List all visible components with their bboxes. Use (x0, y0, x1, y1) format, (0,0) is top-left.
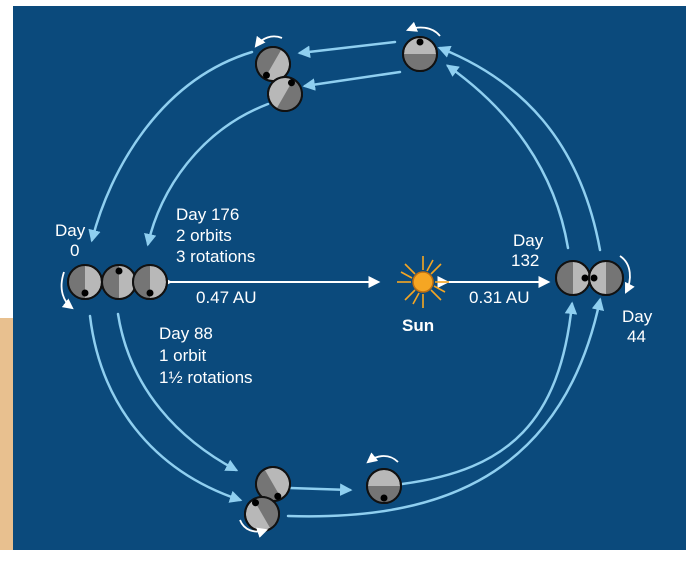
orbit-diagram: Day 0 Day 176 2 orbits 3 rotations 0.47 … (13, 6, 686, 550)
day132-label-line2: 132 (511, 251, 539, 270)
sun-rays (397, 256, 449, 308)
planet (101, 264, 137, 300)
rotation-arrows (60, 21, 635, 538)
outer-orbit (88, 40, 605, 518)
planet (248, 39, 298, 89)
day0-label-line2: 0 (70, 241, 79, 260)
day176-label-line2: 2 orbits (176, 226, 232, 245)
orbit-arrow (302, 70, 402, 91)
rotation-arrow (254, 35, 283, 48)
day0-label-line1: Day (55, 221, 86, 240)
rotation-arrow (405, 21, 441, 37)
planet (248, 459, 298, 509)
inner-orbit (116, 64, 578, 496)
day176-label-line3: 3 rotations (176, 247, 255, 266)
rotation-arrow (619, 255, 635, 294)
day176-label-line1: Day 176 (176, 205, 239, 224)
diagram-panel: Day 0 Day 176 2 orbits 3 rotations 0.47 … (13, 6, 686, 550)
day88-label-line2: 1 orbit (159, 346, 207, 365)
orbit-arrow (445, 64, 570, 250)
orbit-arrow (400, 301, 578, 486)
planet (132, 264, 168, 300)
planet (260, 69, 310, 119)
orbit-arrow (144, 102, 270, 247)
orbit-arrow (437, 45, 602, 252)
orbit-arrow (88, 50, 254, 243)
orbit-arrow (297, 40, 397, 59)
planet (67, 264, 103, 300)
orbit-arrow (286, 297, 605, 518)
rotation-arrow (366, 452, 399, 464)
day132-label-line1: Day (513, 231, 544, 250)
day44-label-line2: 44 (627, 327, 646, 346)
planet (588, 260, 624, 296)
orbit-arrow (288, 483, 353, 496)
sun-disc (412, 271, 434, 293)
aphelion-distance-label: 0.47 AU (196, 288, 257, 307)
rotation-arrow (239, 519, 269, 538)
planet (366, 468, 402, 504)
sun (397, 256, 449, 308)
accent-bar (0, 318, 13, 550)
planet (555, 260, 591, 296)
day44-label-line1: Day (622, 307, 653, 326)
orbit-arrow (116, 312, 239, 472)
day88-label-line1: Day 88 (159, 324, 213, 343)
rotation-arrow (60, 271, 74, 310)
day88-label-line3: 1½ rotations (159, 368, 253, 387)
orbit-arrow (88, 314, 243, 503)
perihelion-distance-label: 0.31 AU (469, 288, 530, 307)
planet (402, 36, 438, 72)
sun-label: Sun (402, 316, 434, 335)
planet (237, 489, 287, 539)
